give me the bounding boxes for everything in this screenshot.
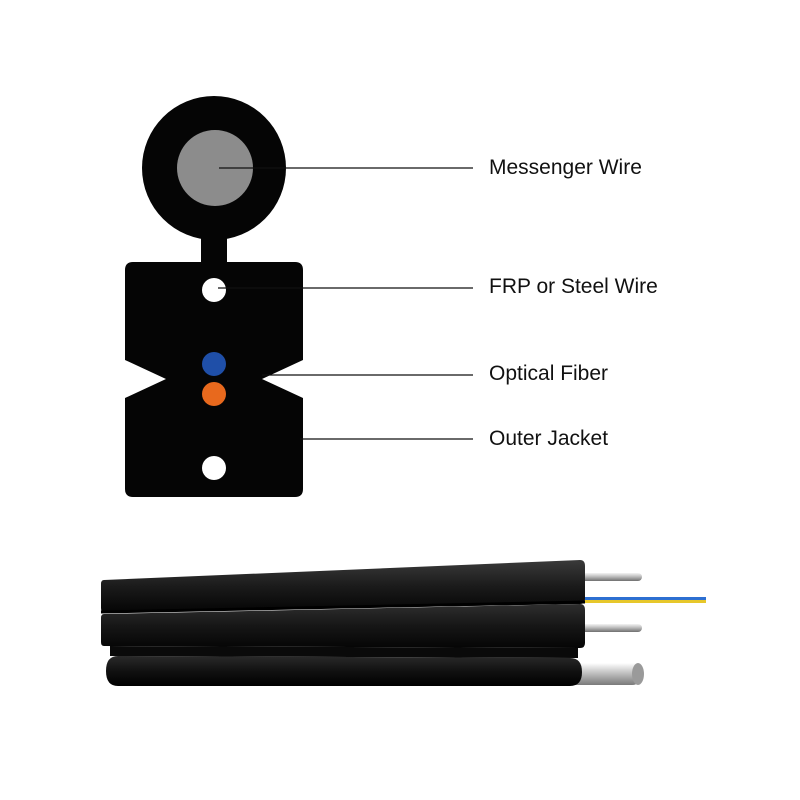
frp-wire-bottom bbox=[202, 456, 226, 480]
cross-section bbox=[125, 96, 303, 497]
jacket-neck bbox=[110, 646, 578, 658]
steel-wire-top bbox=[570, 573, 642, 581]
label-optical-fiber: Optical Fiber bbox=[489, 362, 609, 385]
cable-3d-view bbox=[100, 560, 706, 686]
optical-fiber-orange bbox=[202, 382, 226, 406]
optical-fiber-blue bbox=[202, 352, 226, 376]
fiber-strand-blue bbox=[570, 597, 706, 600]
fiber-strand-yellow bbox=[570, 600, 706, 603]
jacket-lower bbox=[101, 604, 585, 648]
jacket-groove bbox=[100, 600, 586, 614]
label-outer-jacket: Outer Jacket bbox=[489, 427, 609, 450]
steel-wire-middle bbox=[570, 624, 642, 632]
messenger-wire-core bbox=[177, 130, 253, 206]
frp-wire-top bbox=[202, 278, 226, 302]
messenger-jacket-3d bbox=[106, 656, 582, 686]
jacket-upper bbox=[101, 560, 585, 612]
messenger-wire-tip bbox=[632, 663, 644, 685]
label-frp-or-steel-wire: FRP or Steel Wire bbox=[489, 275, 658, 298]
messenger-neck bbox=[201, 232, 227, 266]
leader-lines bbox=[218, 167, 473, 440]
label-messenger-wire: Messenger Wire bbox=[489, 156, 642, 179]
outer-jacket-body bbox=[125, 262, 303, 497]
messenger-wire-end bbox=[565, 663, 643, 685]
